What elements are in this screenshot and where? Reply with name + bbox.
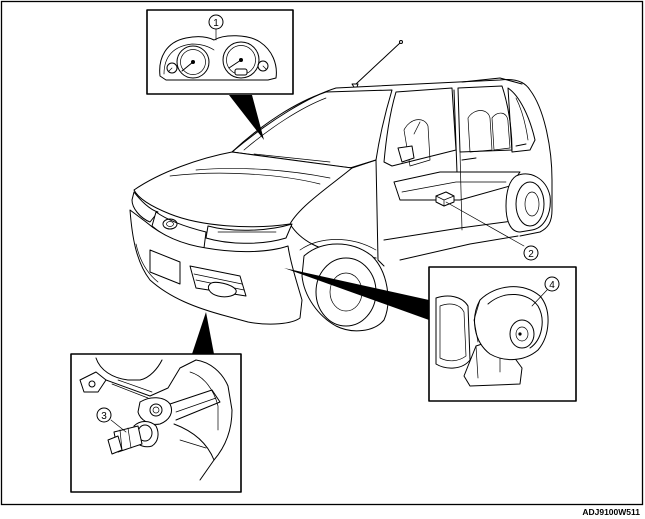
callout-4-pointer	[284, 268, 429, 320]
callout-4-circle	[544, 276, 560, 292]
callout-1-pointer	[229, 95, 264, 140]
callout-2-circle	[523, 245, 539, 261]
callout-3-circle	[96, 407, 112, 423]
callout-3-number: 3	[101, 411, 107, 422]
callout-3-pointer	[192, 312, 214, 354]
callout-2-leader	[445, 201, 525, 247]
car-illustration	[129, 40, 553, 332]
callout-2-number: 2	[528, 249, 534, 260]
callout-1-instrument-cluster: 1	[146, 9, 294, 140]
callout-4-leader	[531, 289, 548, 307]
callout-3-connector-inset: 3	[70, 312, 242, 493]
figure-code: ADJ9100W511	[582, 507, 640, 517]
callout-1-number: 1	[213, 18, 219, 29]
callout-4-number: 4	[549, 280, 555, 291]
callout-2-location: 2	[445, 201, 539, 261]
callout-4-horn-inset: 4	[284, 266, 577, 402]
callout-3-leader	[110, 419, 127, 433]
inset-box-3	[70, 353, 242, 493]
diagram-frame	[0, 0, 644, 506]
